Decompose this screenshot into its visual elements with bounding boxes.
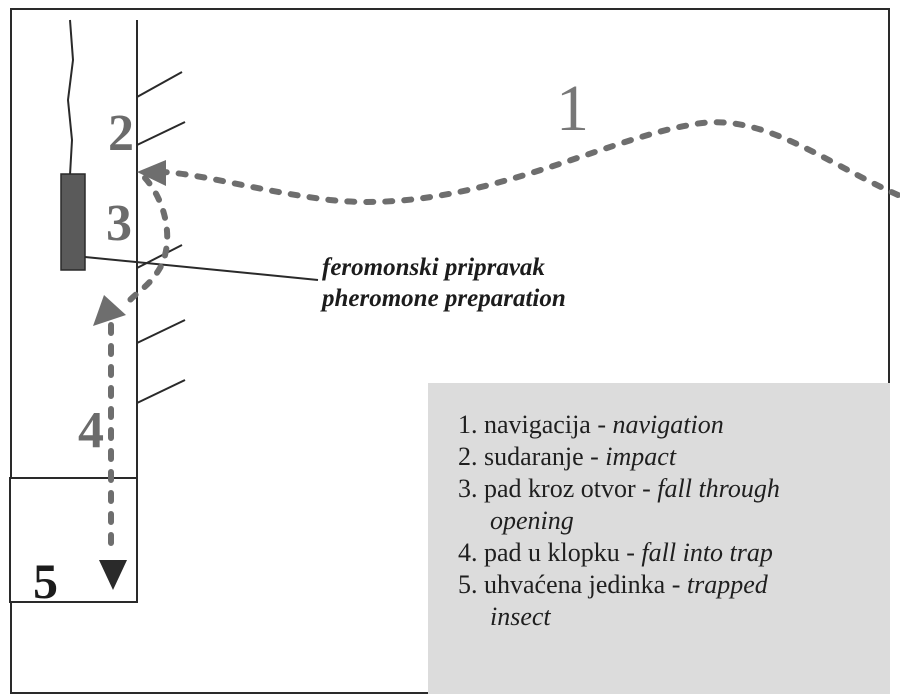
pheromone-callout: feromonski pripravak pheromone preparati… (322, 252, 566, 314)
legend-item: 2. sudaranje - impact (458, 442, 677, 471)
legend-item-continuation: opening (490, 506, 574, 535)
step-label-fall-trap: 4 (78, 402, 104, 459)
fall-opening-path (127, 175, 171, 303)
collection-container (9, 477, 138, 603)
pheromone-lure (60, 173, 86, 271)
step-label-impact: 2 (108, 105, 134, 162)
legend-item: 3. pad kroz otvor - fall through (458, 474, 780, 503)
legend-item: 5. uhvaćena jedinka - trapped (458, 570, 768, 599)
callout-pointer (84, 256, 319, 281)
impact-arrowhead (137, 160, 166, 186)
navigation-path (147, 119, 900, 205)
legend-list: 1. navigacija - navigation 2. sudaranje … (458, 409, 890, 633)
legend-item: 4. pad u klopku - fall into trap (458, 538, 773, 567)
legend-box: 1. navigacija - navigation 2. sudaranje … (428, 383, 890, 694)
callout-croatian: feromonski pripravak (322, 254, 545, 281)
step-label-navigation: 1 (556, 72, 589, 145)
legend-item-continuation: insect (490, 602, 551, 631)
fall-opening-arrowhead (93, 295, 126, 326)
hanging-wire (66, 19, 75, 176)
callout-english: pheromone preparation (322, 285, 566, 312)
legend-item: 1. navigacija - navigation (458, 410, 724, 439)
trap-arrowhead (99, 560, 127, 590)
barrier-vanes (136, 71, 186, 404)
step-label-fall-opening: 3 (106, 195, 132, 252)
step-label-trapped: 5 (33, 553, 58, 609)
